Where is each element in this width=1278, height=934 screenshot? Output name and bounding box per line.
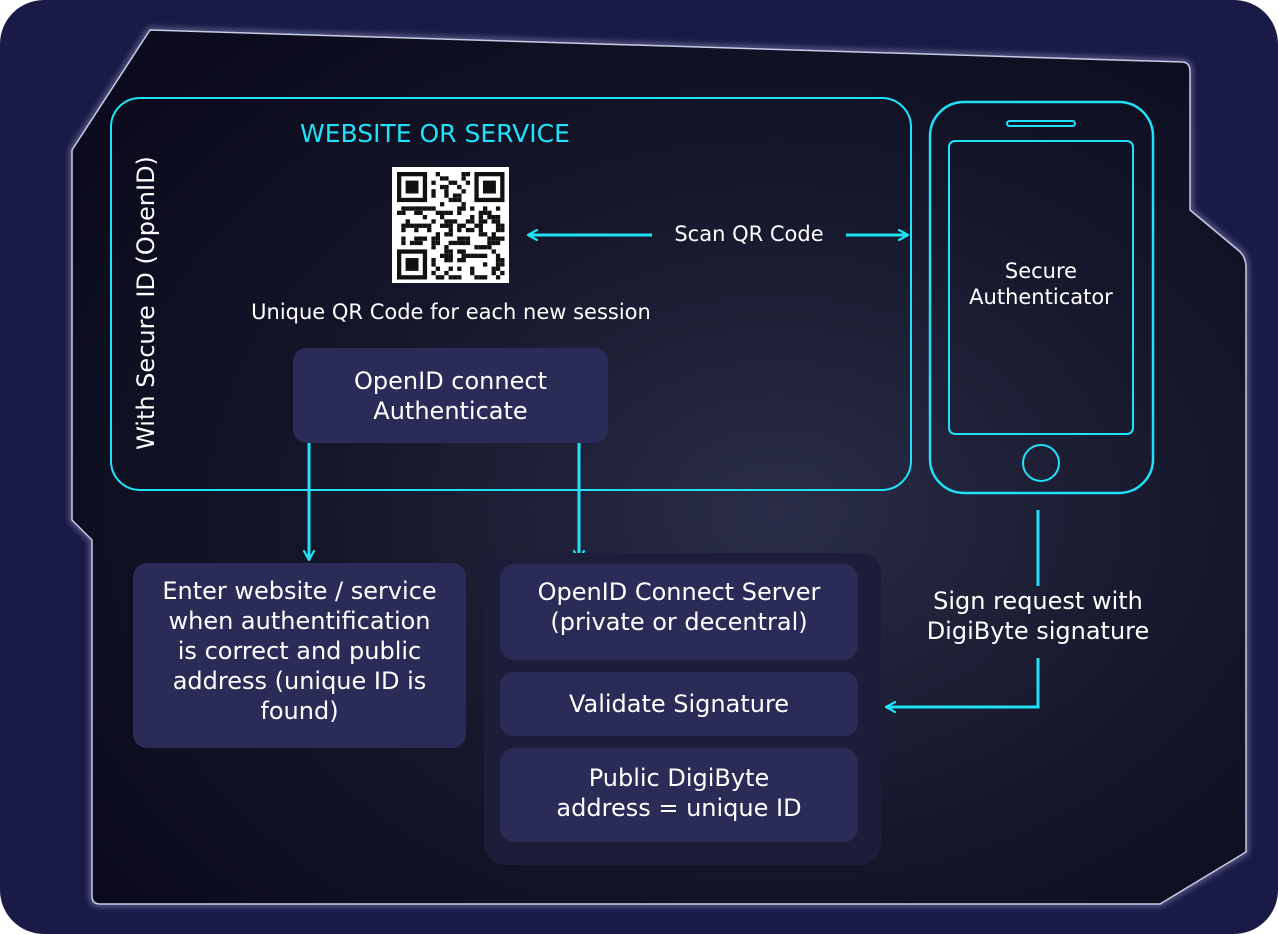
sign-request-label: Sign request with DigiByte signature: [926, 587, 1150, 645]
openid-authenticate-box: OpenID connect Authenticate: [293, 348, 608, 443]
scan-qr-label: Scan QR Code: [674, 222, 824, 246]
website-title: WEBSITE OR SERVICE: [300, 119, 570, 148]
qr-caption: Unique QR Code for each new session: [251, 300, 651, 324]
qr-code-icon: [392, 167, 509, 283]
phone-icon: [928, 100, 1155, 495]
validate-arrow: [886, 658, 1040, 707]
phone-label: Secure Authenticator: [969, 259, 1113, 309]
website-box: [110, 97, 912, 491]
validate-signature-box: Validate Signature: [500, 672, 858, 736]
openid-server-box: OpenID Connect Server (private or decent…: [500, 564, 858, 660]
side-label: With Secure ID (OpenID): [132, 156, 160, 450]
enter-website-box: Enter website / service when authentific…: [133, 563, 466, 748]
public-address-box: Public DigiByte address = unique ID: [500, 748, 858, 842]
